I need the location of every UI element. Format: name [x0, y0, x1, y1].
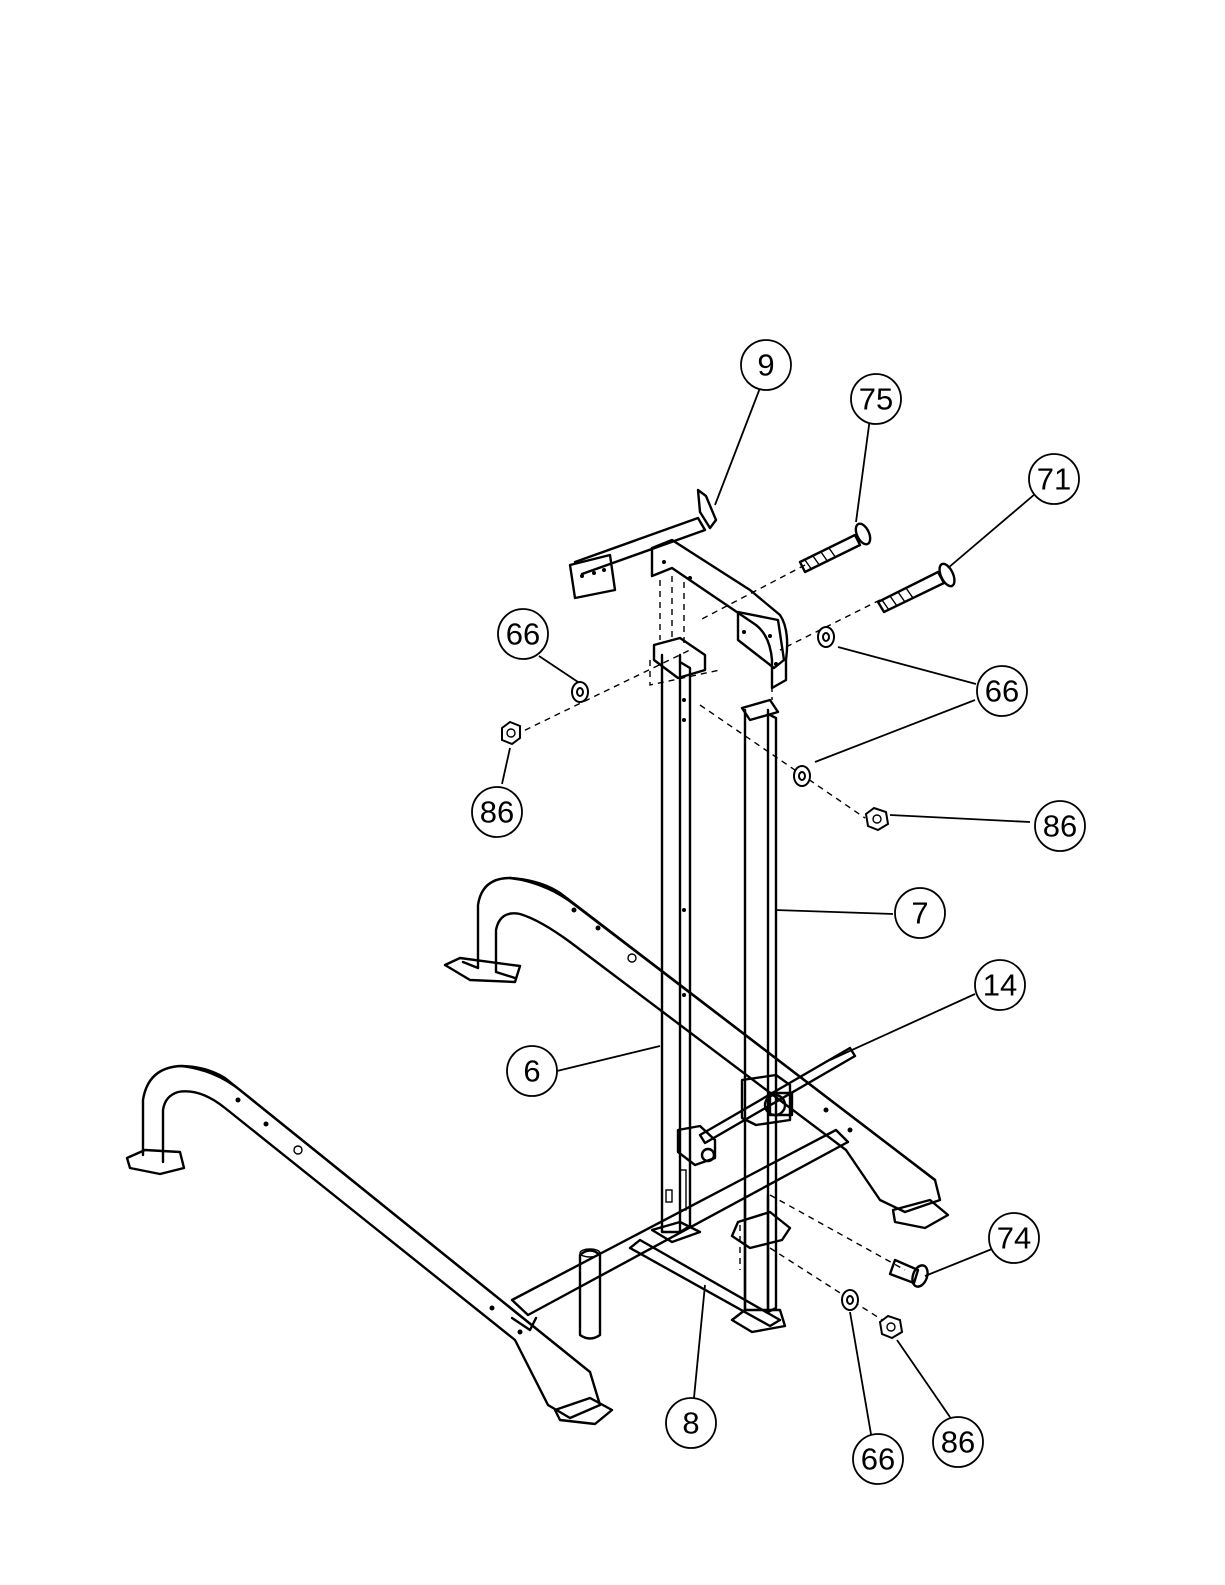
callout-6: 6	[507, 1046, 557, 1096]
callout-label: 86	[941, 1425, 975, 1460]
callout-label: 66	[861, 1442, 895, 1477]
axle-14	[678, 1048, 855, 1165]
callout-label: 6	[523, 1054, 540, 1089]
callout-66: 66	[498, 609, 548, 659]
callout-7: 7	[895, 888, 945, 938]
callouts: 9 75 71 66 66 86 86 7	[472, 340, 1085, 1484]
top-bracket-9	[570, 490, 787, 688]
callout-86: 86	[933, 1417, 983, 1467]
front-base-frame	[127, 1066, 612, 1424]
callout-label: 66	[506, 617, 540, 652]
callout-label: 66	[985, 674, 1019, 709]
nut-86-left	[502, 722, 520, 744]
callout-8: 8	[666, 1398, 716, 1448]
callout-66: 66	[853, 1434, 903, 1484]
hardware	[502, 521, 958, 1338]
callout-label: 74	[997, 1221, 1031, 1256]
callout-label: 75	[859, 382, 893, 417]
nut-86-bottom	[880, 1316, 902, 1338]
callout-label: 9	[757, 348, 774, 383]
callout-14: 14	[975, 960, 1025, 1010]
callout-9: 9	[741, 340, 791, 390]
callout-74: 74	[989, 1213, 1039, 1263]
upright-6	[652, 655, 700, 1242]
callout-86: 86	[1035, 801, 1085, 851]
bolt-75	[800, 521, 873, 572]
callout-label: 14	[983, 968, 1017, 1003]
callout-75: 75	[851, 374, 901, 424]
callout-71: 71	[1029, 454, 1079, 504]
callout-label: 8	[682, 1406, 699, 1441]
callout-label: 71	[1037, 462, 1071, 497]
nut-86-right	[866, 808, 888, 830]
bolt-71	[878, 562, 958, 612]
callout-label: 7	[911, 896, 928, 931]
upright-7	[742, 700, 792, 1312]
callout-86: 86	[472, 787, 522, 837]
callout-label: 86	[1043, 809, 1077, 844]
callout-66: 66	[977, 666, 1027, 716]
callout-label: 86	[480, 795, 514, 830]
